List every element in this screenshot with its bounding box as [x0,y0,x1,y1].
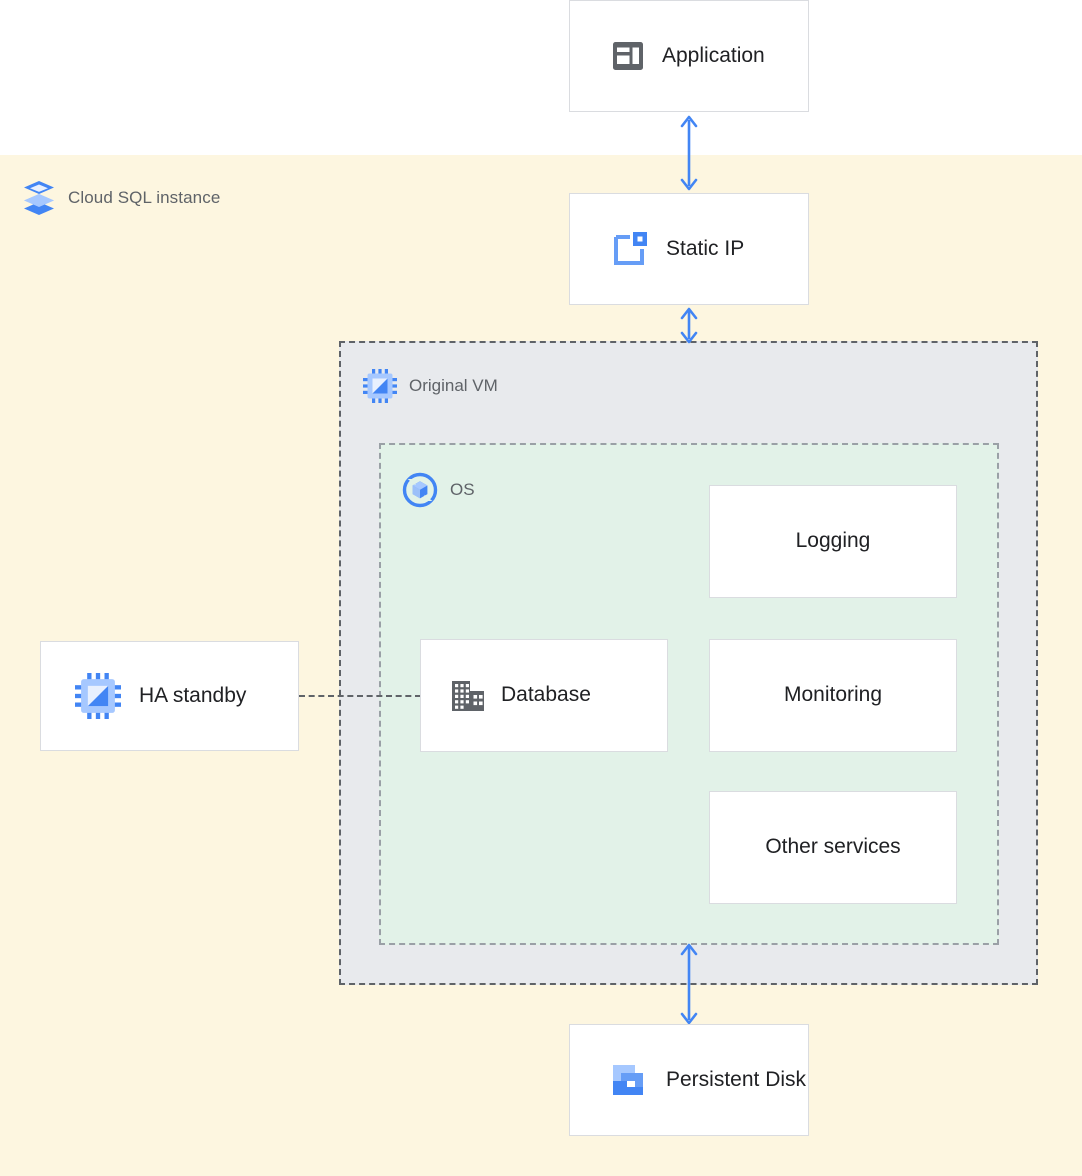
cpu-chip-icon [363,369,397,403]
node-database-label: Database [501,683,591,707]
node-other-services[interactable]: Other services [709,791,957,904]
cloud-sql-instance-label: Cloud SQL instance [68,188,221,207]
node-monitoring-label: Monitoring [783,683,883,707]
node-ha-standby[interactable]: HA standby [40,641,299,751]
original-vm-header: Original VM [363,369,498,403]
cpu-chip-icon [75,673,121,719]
os-to-persistent-disk-connector [674,940,704,1028]
os-label: OS [450,480,475,499]
os-header: OS [402,472,475,508]
static-ip-icon [612,231,648,267]
os-cube-circle-icon [402,472,438,508]
application-to-static-ip-connector [674,112,704,194]
persistent-disk-icon [612,1062,648,1098]
node-persistent-disk-label: Persistent Disk [666,1068,807,1092]
node-database[interactable]: Database [420,639,668,752]
node-application-label: Application [662,43,765,67]
node-logging-label: Logging [795,529,871,553]
node-logging[interactable]: Logging [709,485,957,598]
database-building-icon [451,680,485,712]
node-static-ip-label: Static IP [666,236,745,260]
node-application[interactable]: Application [569,0,809,112]
original-vm-label: Original VM [409,376,498,395]
node-ha-standby-label: HA standby [139,683,247,707]
node-other-services-label: Other services [765,835,901,859]
ha-standby-to-database-connector [299,695,421,697]
node-persistent-disk[interactable]: Persistent Disk [569,1024,809,1136]
node-monitoring[interactable]: Monitoring [709,639,957,752]
cloud-sql-instance-header: Cloud SQL instance [22,180,220,216]
node-static-ip[interactable]: Static IP [569,193,809,305]
cloud-sql-layers-icon [22,180,56,216]
static-ip-to-vm-connector [674,305,704,345]
application-window-icon [612,41,644,71]
